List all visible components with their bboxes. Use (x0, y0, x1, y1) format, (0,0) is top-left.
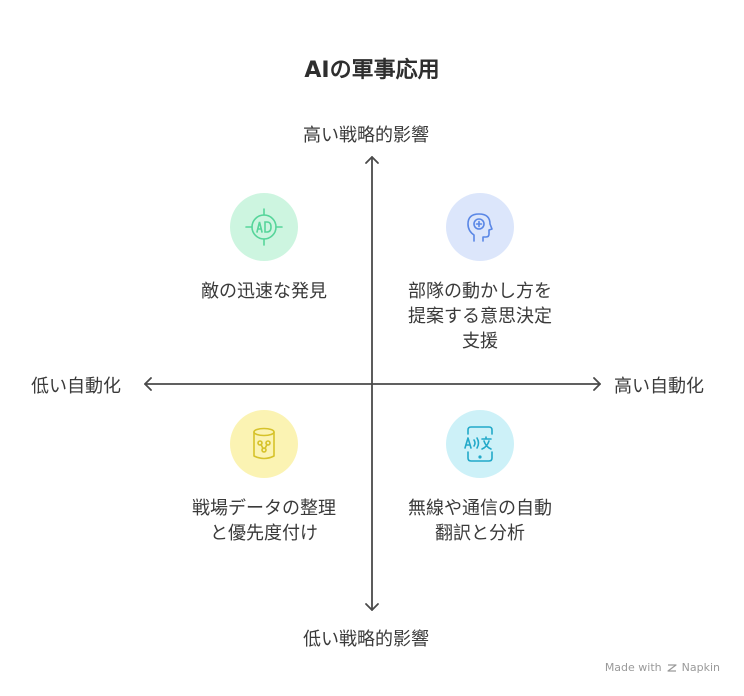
napkin-logo-icon (667, 663, 677, 672)
page-title: AIの軍事応用 (304, 58, 440, 83)
quadrant-top-right-label: 部隊の動かし方を 提案する意思決定 支援 (398, 279, 562, 354)
quadrant-top-left-line: 敵の迅速な発見 (201, 281, 327, 302)
quadrant-bottom-left-line: 戦場データの整理 (192, 498, 336, 519)
target-ad-icon (230, 193, 298, 261)
made-with-napkin[interactable]: Made with Napkin (605, 661, 720, 674)
arrow-right (593, 377, 601, 391)
quadrant-top-right-line: 支援 (462, 331, 498, 352)
database-graph-icon (230, 410, 298, 478)
axis-label-left: 低い自動化 (31, 376, 121, 397)
arrow-left (144, 377, 152, 391)
axis-label-top: 高い戦略的影響 (303, 125, 429, 146)
arrow-up (365, 156, 379, 164)
quadrant-top-right-line: 提案する意思決定 (408, 306, 552, 327)
made-with-label: Made with (604, 661, 662, 674)
axis-label-right: 高い自動化 (614, 376, 704, 397)
quadrant-top-right-line: 部隊の動かし方を (408, 281, 552, 302)
quadrant-bottom-right-line: 無線や通信の自動 (408, 498, 552, 519)
quadrant-bottom-left-line: と優先度付け (210, 523, 318, 544)
phone-translate-icon (446, 410, 514, 478)
head-plus-icon (446, 193, 514, 261)
quadrant-bottom-left-label: 戦場データの整理 と優先度付け (182, 496, 346, 546)
axis-label-bottom: 低い戦略的影響 (303, 629, 429, 650)
quadrant-bottom-right-line: 翻訳と分析 (435, 523, 525, 544)
napkin-brand: Napkin (681, 661, 720, 674)
quadrant-top-left-label: 敵の迅速な発見 (190, 279, 338, 304)
quadrant-bottom-right-label: 無線や通信の自動 翻訳と分析 (398, 496, 562, 546)
arrow-down (365, 603, 379, 611)
